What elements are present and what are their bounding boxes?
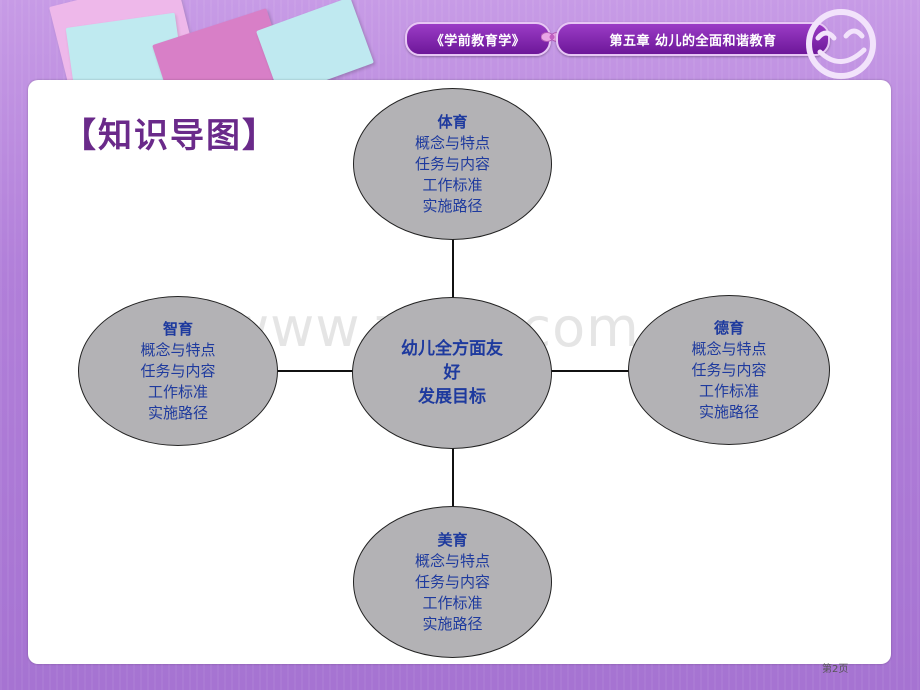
node-title: 体育 [437, 112, 468, 131]
node-item: 概念与特点 [414, 551, 490, 570]
node-item: 实施路径 [698, 402, 759, 421]
center-line: 好 [443, 363, 461, 383]
node-center-goal[interactable]: 幼儿全方面友 好 发展目标 [352, 297, 552, 449]
node-item: 任务与内容 [414, 572, 490, 591]
node-item: 工作标准 [147, 382, 208, 401]
page-title: 【知识导图】 [62, 116, 278, 156]
book-title-label: 《学前教育学》 [430, 33, 526, 49]
node-item: 概念与特点 [414, 133, 490, 152]
connector-line-top [452, 238, 454, 298]
node-aesthetic-education[interactable]: 美育 概念与特点 任务与内容 工作标准 实施路径 [353, 506, 552, 658]
node-moral-education[interactable]: 德育 概念与特点 任务与内容 工作标准 实施路径 [628, 295, 830, 445]
node-physical-education[interactable]: 体育 概念与特点 任务与内容 工作标准 实施路径 [353, 88, 552, 240]
node-title: 智育 [162, 319, 193, 338]
node-item: 任务与内容 [140, 361, 216, 380]
connector-line-left [276, 370, 353, 372]
node-item: 实施路径 [422, 196, 483, 215]
node-title: 德育 [713, 318, 744, 337]
node-item: 实施路径 [147, 403, 208, 422]
book-title-tab[interactable]: 《学前教育学》 [405, 22, 551, 56]
connector-line-right [550, 370, 630, 372]
center-line: 发展目标 [418, 387, 486, 407]
node-item: 概念与特点 [691, 339, 767, 358]
connector-line-bottom [452, 446, 454, 508]
node-item: 工作标准 [422, 175, 483, 194]
chapter-title-label: 第五章 幼儿的全面和谐教育 [609, 33, 777, 49]
node-item: 工作标准 [698, 381, 759, 400]
smiley-icon [806, 9, 876, 79]
node-intellectual-education[interactable]: 智育 概念与特点 任务与内容 工作标准 实施路径 [78, 296, 278, 446]
chapter-title-tab[interactable]: 第五章 幼儿的全面和谐教育 [556, 22, 830, 56]
node-item: 实施路径 [422, 614, 483, 633]
center-line: 幼儿全方面友 [401, 339, 503, 359]
node-item: 任务与内容 [691, 360, 767, 379]
node-item: 任务与内容 [414, 154, 490, 173]
page-number: 第2页 [822, 664, 849, 675]
node-title: 美育 [437, 530, 468, 549]
node-item: 工作标准 [422, 593, 483, 612]
node-item: 概念与特点 [140, 340, 216, 359]
